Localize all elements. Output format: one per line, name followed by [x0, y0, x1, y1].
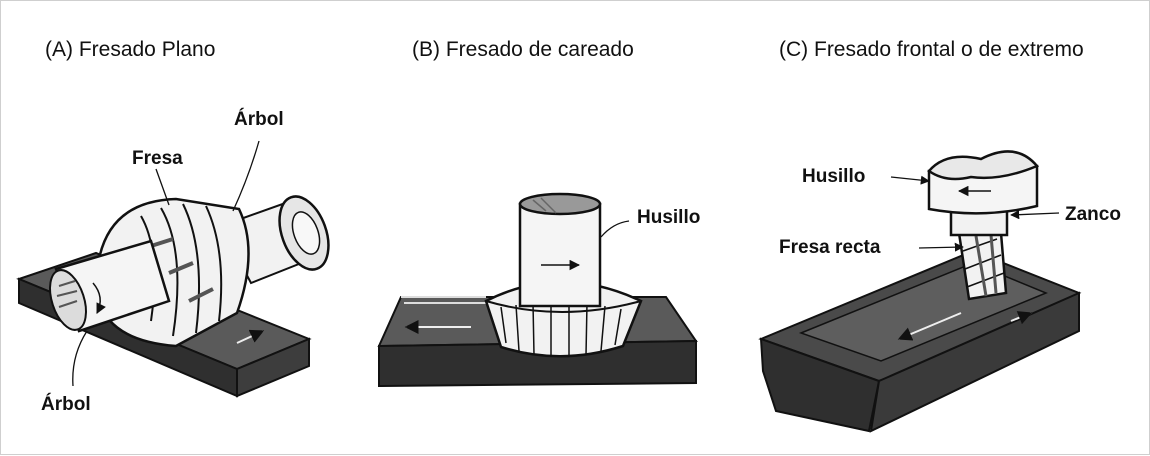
panel-a-label-arbol-top: Árbol	[234, 109, 284, 130]
panel-a-illustration	[16, 140, 330, 398]
panel-a-title: (A) Fresado Plano	[45, 38, 216, 61]
panel-b-illustration	[377, 192, 698, 388]
panel-c-label-zanco: Zanco	[1065, 204, 1121, 225]
panel-a-leaders	[72, 140, 260, 387]
panel-b-title: (B) Fresado de careado	[412, 38, 634, 61]
panel-a-label-fresa: Fresa	[132, 148, 183, 169]
panel-a-arbor	[219, 195, 330, 285]
panel-c-leaders	[890, 175, 1060, 252]
panel-b-face-cutter	[484, 192, 643, 358]
panel-c-feed-arrow	[897, 312, 962, 341]
panel-b-label-husillo: Husillo	[637, 207, 701, 228]
panel-c-workpiece	[758, 249, 1082, 433]
panel-c-illustration	[758, 150, 1082, 433]
panel-a-rotation-arrow	[92, 282, 106, 314]
panel-c-end-mill	[957, 231, 1008, 301]
panel-b-leader-husillo	[600, 220, 630, 238]
panel-c-title: (C) Fresado frontal o de extremo	[779, 38, 1084, 61]
panel-c-spindle	[927, 150, 1040, 215]
panel-c-label-husillo: Husillo	[802, 166, 866, 187]
panel-a-feed-arrow	[236, 329, 265, 344]
panel-a-arbor-front	[49, 239, 171, 333]
panel-a-label-arbol-bottom: Árbol	[41, 394, 91, 415]
panel-c-label-fresa-recta: Fresa recta	[779, 237, 881, 258]
